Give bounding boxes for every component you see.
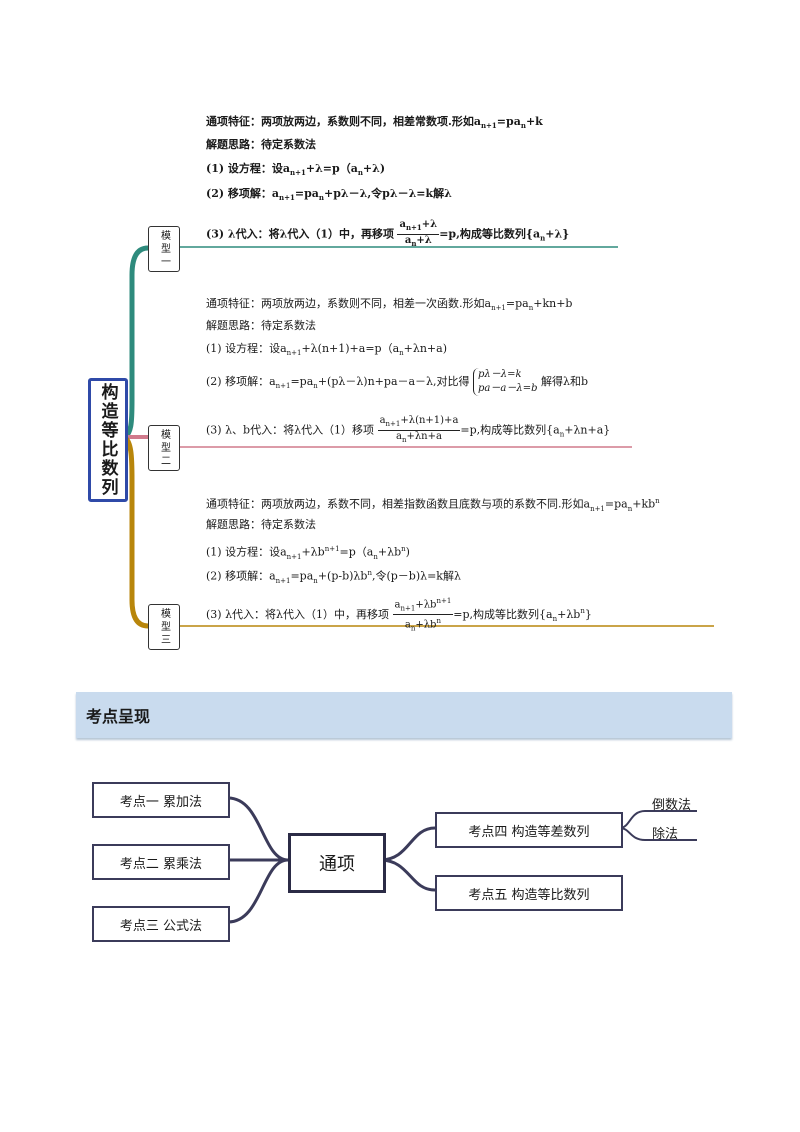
root-node: 构造等比数列 bbox=[88, 378, 128, 502]
model3-box: 模型三 bbox=[148, 604, 180, 650]
model3-line4: (2) 移项解：an+1=pan+(p-b)λbn,令(p－b)λ=k解λ bbox=[206, 569, 461, 585]
section-header: 考点呈现 bbox=[76, 692, 732, 738]
branch-model3-connector bbox=[121, 434, 149, 629]
model1-line1: 通项特征：两项放两边，系数则不同，相差常数项.形如an+1=pan+k bbox=[206, 115, 543, 131]
model2-line4: (2) 移项解：an+1=pan+(pλ－λ)n+pa－a－λ,对比得 pλ－λ… bbox=[206, 368, 588, 396]
section-title: 考点呈现 bbox=[86, 707, 151, 726]
model1-label: 模型一 bbox=[158, 229, 170, 269]
node-kaodian5: 考点五 构造等比数列 bbox=[435, 875, 623, 911]
model3-line3: (1) 设方程：设an+1+λbn+1=p（an+λbn) bbox=[206, 545, 410, 561]
branch-model1-connector bbox=[121, 245, 149, 440]
root-label: 构造等比数列 bbox=[97, 383, 118, 497]
center-label: 通项 bbox=[319, 854, 355, 875]
model3-line2: 解题思路：待定系数法 bbox=[206, 518, 316, 531]
center-node: 通项 bbox=[288, 833, 386, 893]
node-kaodian2: 考点二 累乘法 bbox=[92, 844, 230, 880]
node-kaodian1: 考点一 累加法 bbox=[92, 782, 230, 818]
model2-line1: 通项特征：两项放两边，系数则不同，相差一次函数.形如an+1=pan+kn+b bbox=[206, 297, 573, 313]
model1-line4: (2) 移项解：an+1=pan+pλ－λ,令pλ－λ=k解λ bbox=[206, 187, 452, 203]
model1-line2: 解题思路：待定系数法 bbox=[206, 138, 316, 151]
node-kaodian4: 考点四 构造等差数列 bbox=[435, 812, 623, 848]
model2-label: 模型二 bbox=[158, 428, 170, 468]
node-kaodian3: 考点三 公式法 bbox=[92, 906, 230, 942]
model3-label: 模型三 bbox=[158, 607, 170, 647]
model2-line3: (1) 设方程：设an+1+λ(n+1)+a=p（an+λn+a) bbox=[206, 342, 447, 358]
model3-line1: 通项特征：两项放两边，系数不同，相差指数函数且底数与项的系数不同.形如an+1=… bbox=[206, 497, 660, 513]
model1-line3: (1) 设方程：设an+1+λ=p（an+λ) bbox=[206, 162, 386, 178]
model1-box: 模型一 bbox=[148, 226, 180, 272]
model2-box: 模型二 bbox=[148, 425, 180, 471]
model2-line2: 解题思路：待定系数法 bbox=[206, 319, 316, 332]
leaf-chufa: 除法 bbox=[652, 827, 679, 842]
leaf-daoshufa: 倒数法 bbox=[652, 798, 692, 813]
